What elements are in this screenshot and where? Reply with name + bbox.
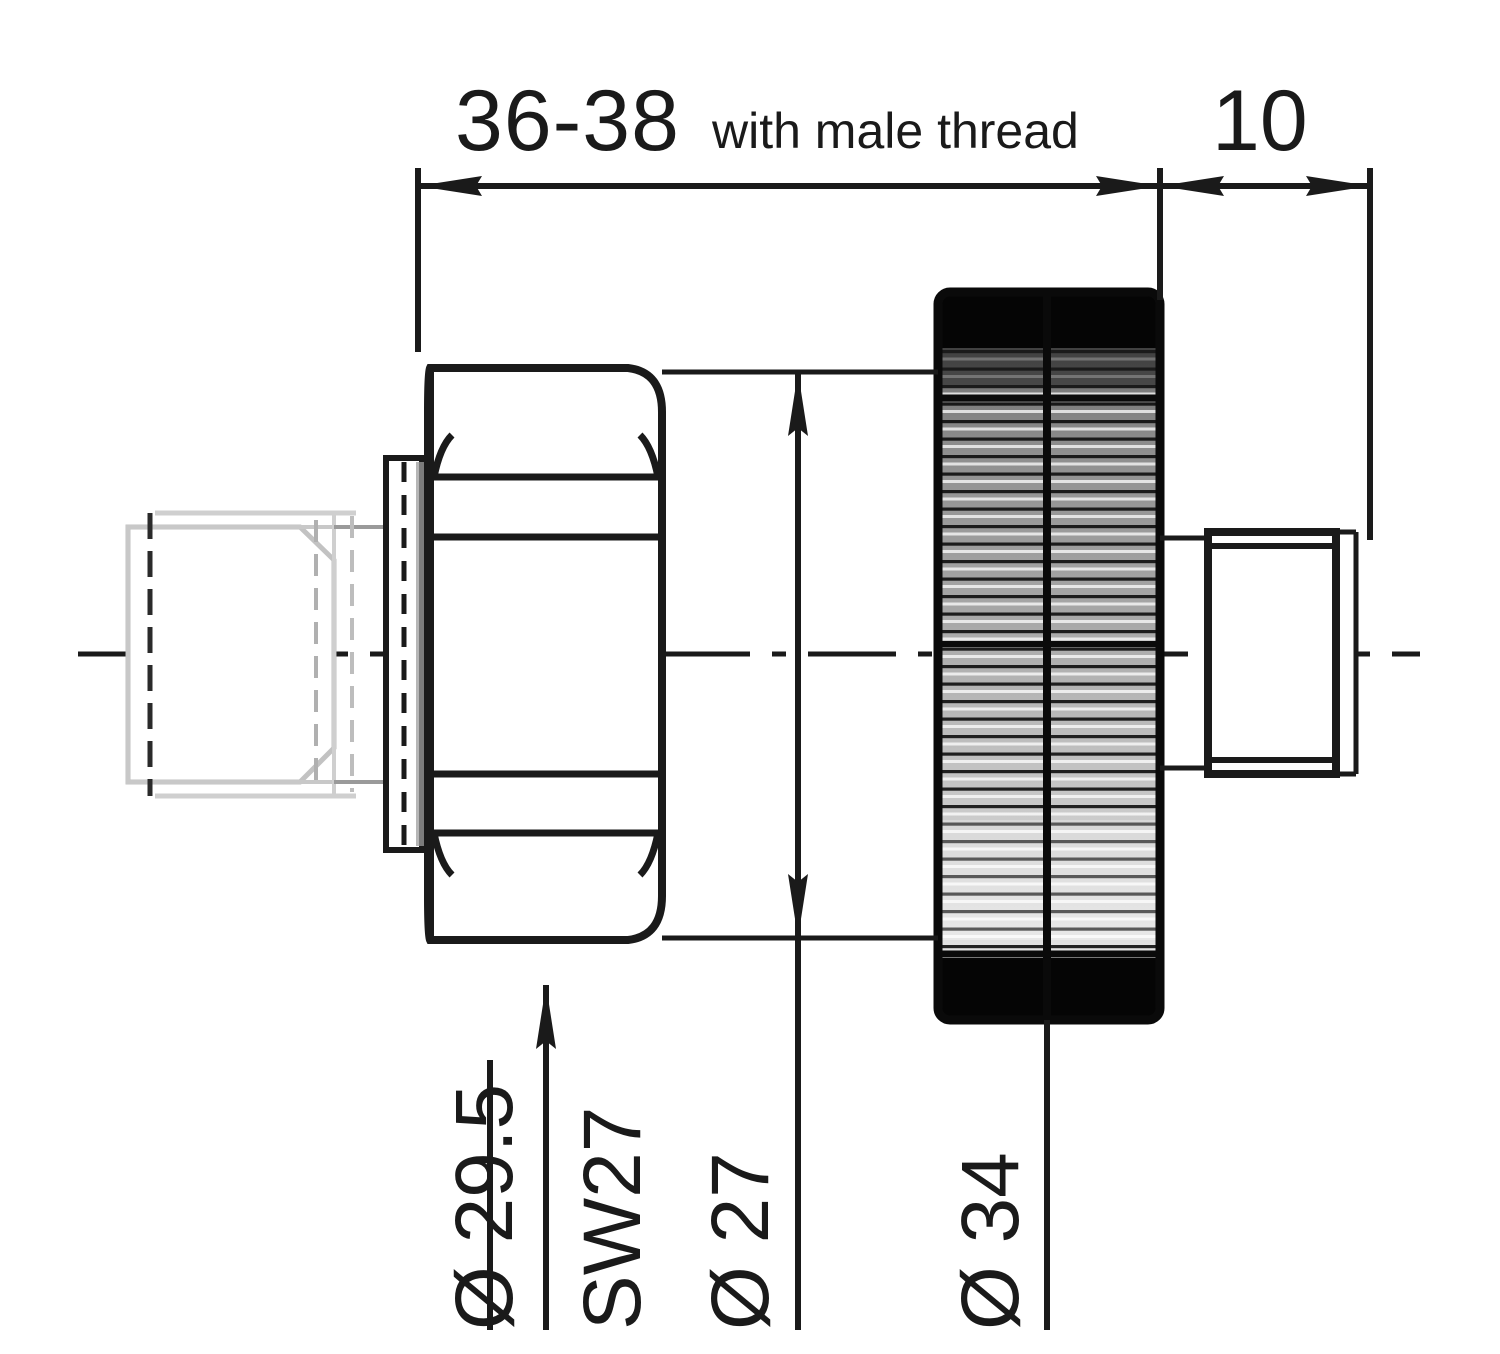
collar-flange	[383, 455, 428, 853]
knurled-coupling-nut	[933, 287, 1165, 1025]
label-diameter-34: Ø 34	[945, 1152, 1036, 1330]
right-end-cylinder	[1160, 528, 1359, 778]
label-overall-length: 36-38	[455, 73, 680, 169]
phantom-male-pin	[125, 510, 392, 799]
dimension-36-38	[415, 168, 1163, 352]
label-nut-length: 10	[1212, 73, 1308, 169]
dimension-diameter-27	[662, 369, 938, 1330]
hexagon-nut-sw27	[424, 364, 666, 944]
dimension-10	[1160, 168, 1373, 540]
label-wrench-size: SW27	[567, 1107, 658, 1330]
label-diameter-27: Ø 27	[695, 1152, 786, 1330]
label-diameter-29-5: Ø 29.5	[439, 1084, 530, 1330]
leader-sw27	[536, 985, 556, 1330]
label-overall-length-note: with male thread	[711, 103, 1079, 159]
